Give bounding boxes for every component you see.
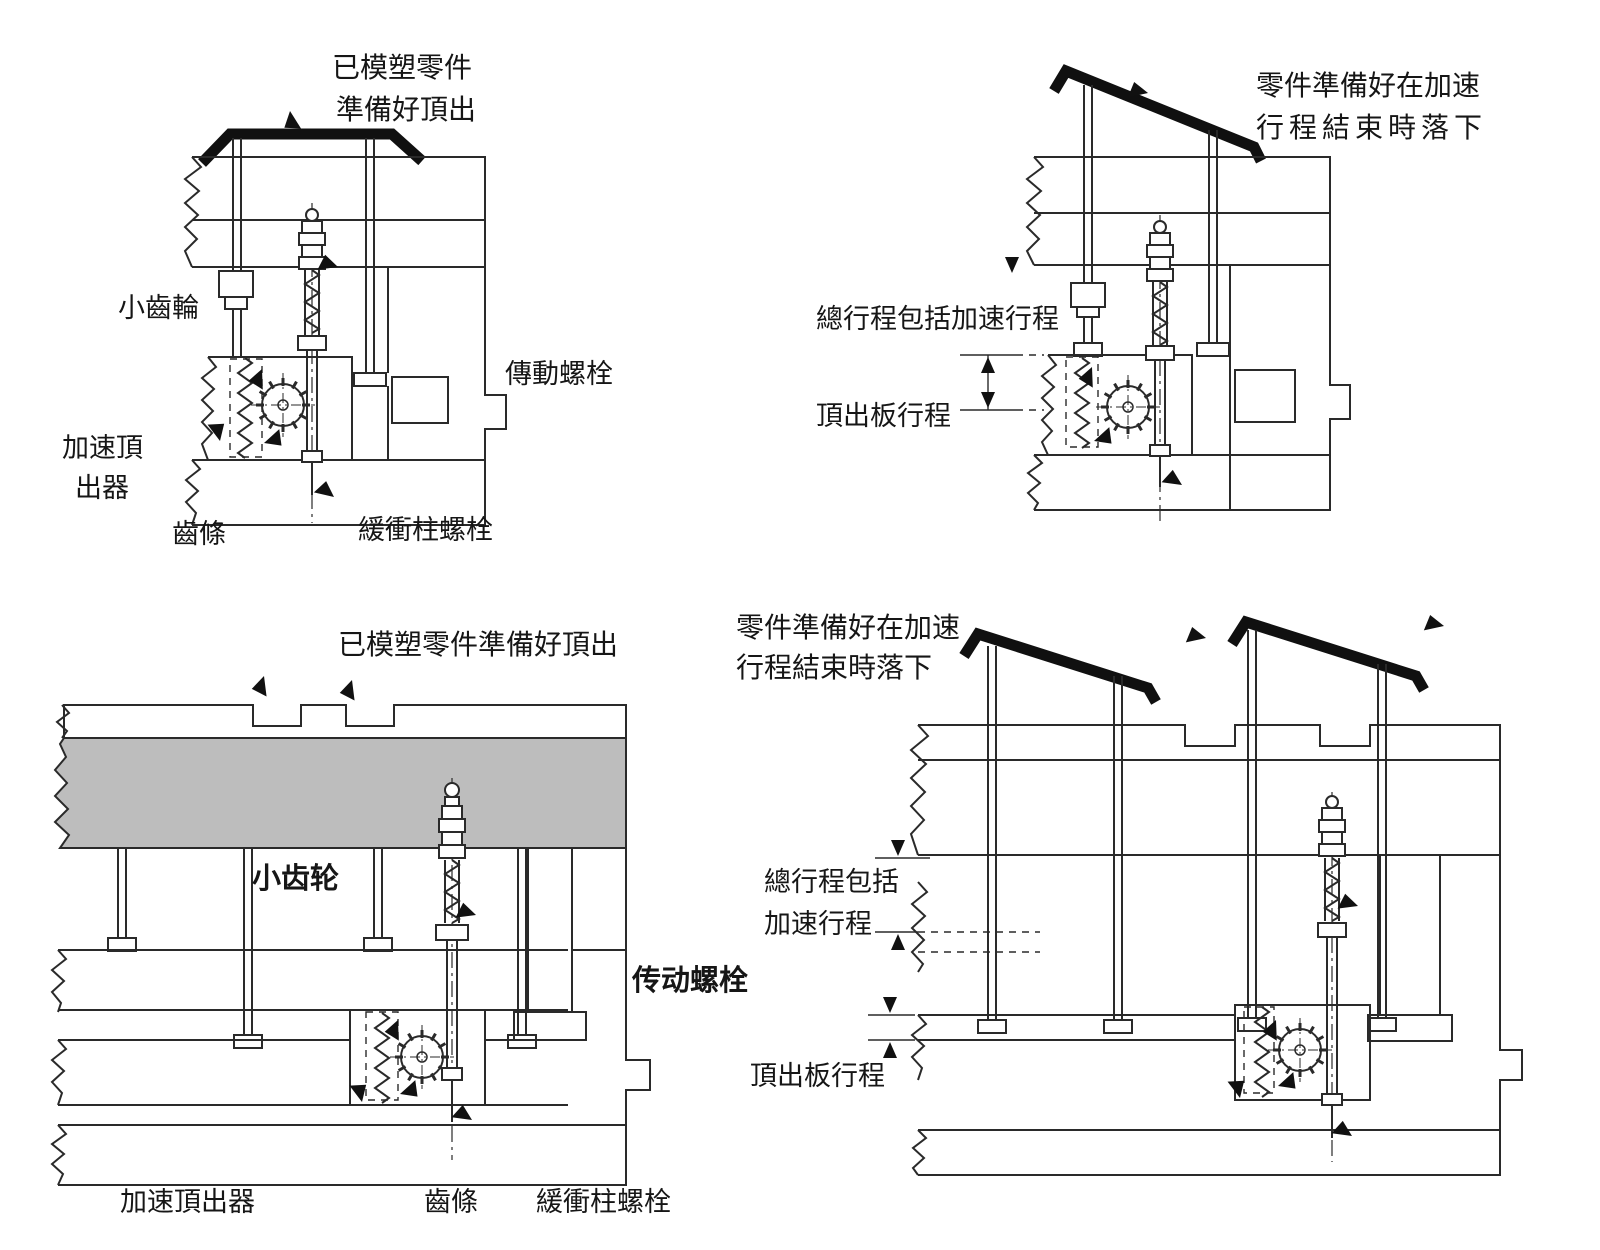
pinion-gear <box>1094 373 1162 441</box>
stroke-dimension-marks <box>960 257 1044 411</box>
accelerated-ejector-block <box>1234 1004 1371 1101</box>
br-label-total-stroke-line1: 總行程包括 <box>764 867 899 898</box>
molded-part-bar <box>198 111 426 167</box>
mold-plates <box>50 848 651 1186</box>
buffer-post-bolt <box>1145 215 1182 525</box>
br-label-total-stroke-line2: 加速行程 <box>764 909 872 940</box>
br-title-line1: 零件準備好在加速 <box>736 611 961 644</box>
bl-label-buffer-bolt: 緩衝柱螺栓 <box>536 1187 671 1218</box>
tr-title-line1: 零件準備好在加速 <box>1256 69 1481 102</box>
mold-plates <box>909 724 1523 1176</box>
bl-label-rack: 齒條 <box>424 1187 478 1218</box>
tr-title-line2: 行程結束時落下 <box>1256 111 1488 144</box>
diagram-top-right-art <box>960 64 1351 525</box>
br-label-plate-stroke: 頂出板行程 <box>750 1061 885 1092</box>
tr-label-plate-stroke: 頂出板行程 <box>816 401 951 432</box>
diagram-bottom-left-art <box>50 676 651 1186</box>
tl-label-accel-ejector-line2: 出器 <box>75 473 129 504</box>
mold-plates <box>1025 156 1351 511</box>
buffer-post-bolt <box>1317 792 1358 1162</box>
buffer-post-bolt <box>297 203 327 523</box>
stroke-dimension-marks <box>868 840 930 1058</box>
accelerated-ejector-block <box>1040 354 1193 456</box>
buffer-post-bolt <box>435 778 476 1160</box>
tl-title-line1: 已模塑零件 <box>332 51 473 84</box>
ejector-pins <box>107 848 537 1049</box>
dropped-part-bars <box>959 612 1444 705</box>
top-clamp-plate <box>53 676 627 849</box>
bl-title: 已模塑零件準備好頂出 <box>338 628 619 661</box>
ejector-pins <box>977 630 1397 1034</box>
tl-label-accel-ejector-line1: 加速頂 <box>62 433 143 464</box>
rack-thread <box>374 1012 390 1104</box>
diagram-top-left-art <box>183 111 507 526</box>
br-title-line2: 行程結束時落下 <box>736 651 933 684</box>
tl-label-drive-bolt: 傳動螺栓 <box>505 359 613 390</box>
bl-label-accel-ejector: 加速頂出器 <box>120 1187 255 1218</box>
tr-label-total-stroke: 總行程包括加速行程 <box>816 304 1059 335</box>
tl-title-line2: 準備好頂出 <box>336 93 477 126</box>
accelerated-ejector-block <box>349 1010 486 1106</box>
bl-label-drive-bolt: 传动螺栓 <box>632 963 749 997</box>
diagram-bottom-right-art <box>868 612 1523 1176</box>
accelerated-ejector-block <box>200 356 353 461</box>
tl-label-buffer-bolt: 緩衝柱螺栓 <box>358 515 493 546</box>
rack-thread <box>237 357 253 459</box>
tl-label-rack: 齒條 <box>172 519 226 550</box>
pinion-gear <box>1266 1016 1334 1084</box>
dropped-part-bar <box>1049 64 1266 164</box>
bl-label-pinion: 小齿轮 <box>252 861 340 895</box>
tl-label-pinion: 小齒輪 <box>118 293 199 324</box>
ejector-pins <box>218 138 387 387</box>
